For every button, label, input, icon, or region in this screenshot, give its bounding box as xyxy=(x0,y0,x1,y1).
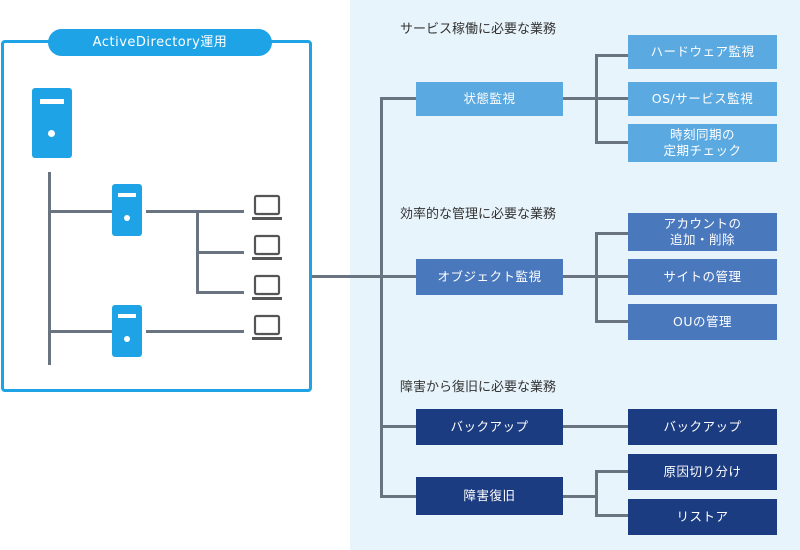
item-restore: リストア xyxy=(628,499,777,535)
client-pc-icon xyxy=(251,234,285,268)
tree-branch-line xyxy=(146,210,196,213)
item-time-sync-check: 時刻同期の 定期チェック xyxy=(628,124,777,162)
connector-line xyxy=(595,320,630,323)
task-status-monitoring: 状態監視 xyxy=(416,82,563,116)
connector-line xyxy=(595,470,598,517)
item-ou-management: OUの管理 xyxy=(628,304,777,340)
task-backup: バックアップ xyxy=(416,409,563,445)
connector-line xyxy=(562,425,630,428)
task-object-monitoring: オブジェクト監視 xyxy=(416,259,563,295)
connector-line xyxy=(595,141,630,144)
client-pc-icon xyxy=(251,314,285,348)
client-pc-icon xyxy=(251,194,285,228)
task-trunk-line xyxy=(380,97,383,498)
item-site-management: サイトの管理 xyxy=(628,259,777,295)
connector-line xyxy=(595,514,630,517)
tree-branch-line xyxy=(196,251,244,254)
server-icon xyxy=(112,305,142,357)
connector-line xyxy=(562,495,598,498)
item-account-add-delete: アカウントの 追加・削除 xyxy=(628,213,777,251)
task-failure-recovery: 障害復旧 xyxy=(416,477,563,515)
tree-branch-line xyxy=(146,330,244,333)
client-pc-icon xyxy=(251,274,285,308)
tree-branch-line xyxy=(48,330,112,333)
connector-line xyxy=(595,54,630,57)
active-directory-label: ActiveDirectory運用 xyxy=(48,29,272,56)
section-title-failure-recovery: 障害から復旧に必要な業務 xyxy=(400,380,557,395)
tree-branch-line xyxy=(196,291,244,294)
connector-line xyxy=(312,275,382,278)
item-hardware-monitoring: ハードウェア監視 xyxy=(628,35,777,69)
connector-line xyxy=(380,97,416,100)
item-os-service-monitoring: OS/サービス監視 xyxy=(628,82,777,116)
connector-line xyxy=(595,275,630,278)
section-title-efficient-management: 効率的な管理に必要な業務 xyxy=(400,207,557,222)
connector-line xyxy=(595,97,630,100)
item-cause-isolation: 原因切り分け xyxy=(628,454,777,490)
connector-line xyxy=(562,97,598,100)
section-title-service-operation: サービス稼働に必要な業務 xyxy=(400,22,557,37)
connector-line xyxy=(380,275,416,278)
tree-trunk-line xyxy=(48,172,51,365)
domain-controller-server-icon xyxy=(32,88,72,158)
connector-line xyxy=(380,495,416,498)
tree-branch-line xyxy=(48,210,112,213)
connector-line xyxy=(595,232,630,235)
connector-line xyxy=(380,425,416,428)
connector-line xyxy=(562,275,598,278)
server-icon xyxy=(112,184,142,236)
connector-line xyxy=(595,470,630,473)
item-backup: バックアップ xyxy=(628,409,777,445)
tree-branch-line xyxy=(196,210,244,213)
